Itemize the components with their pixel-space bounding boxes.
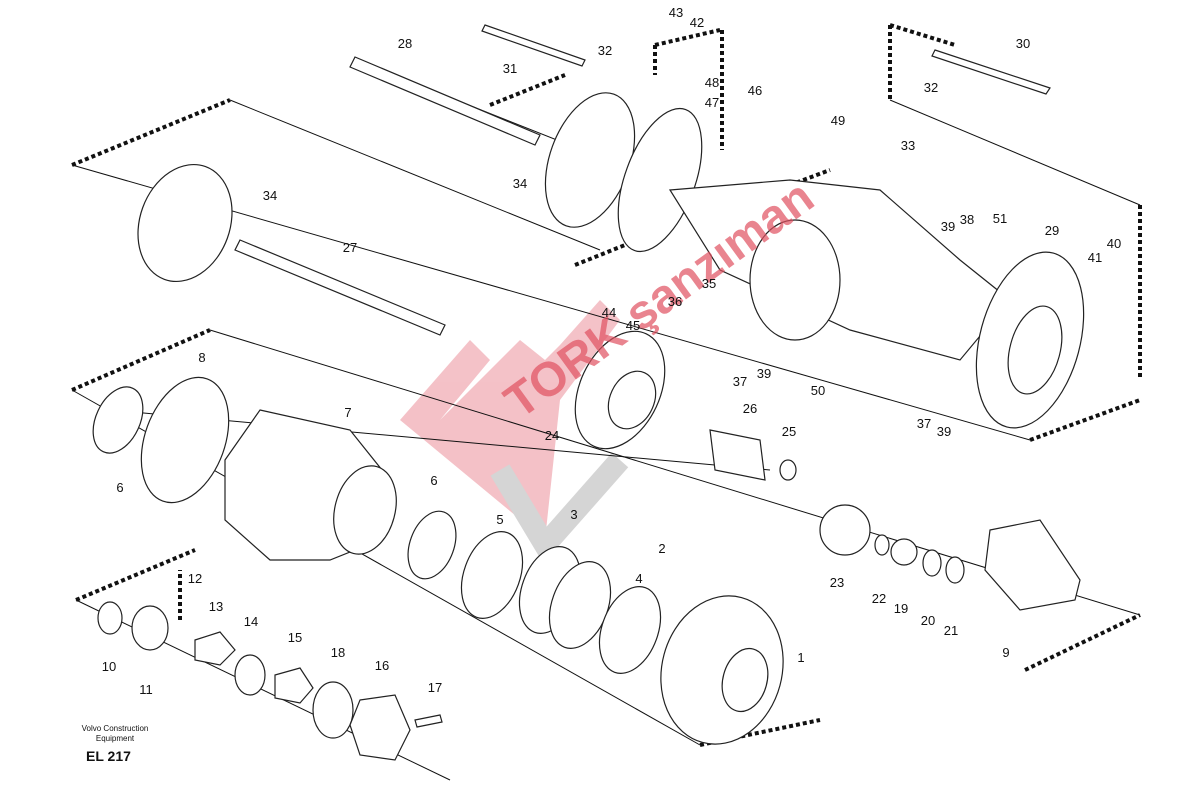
gear-23 bbox=[819, 504, 871, 556]
callout: 36 bbox=[668, 294, 682, 309]
callout: 45 bbox=[626, 318, 640, 333]
callout: 1 bbox=[797, 650, 804, 665]
diagram-code: EL 217 bbox=[86, 748, 131, 764]
callout: 31 bbox=[503, 61, 517, 76]
group-borders bbox=[71, 23, 1142, 747]
callout: 34 bbox=[513, 176, 527, 191]
callout: 42 bbox=[690, 15, 704, 30]
o-ring-5 bbox=[460, 531, 524, 619]
bearing-6 bbox=[92, 386, 144, 454]
ring-11 bbox=[131, 605, 169, 651]
parts bbox=[92, 24, 1085, 761]
shaft-27 bbox=[234, 239, 446, 336]
callout: 34 bbox=[263, 188, 277, 203]
callout: 32 bbox=[924, 80, 938, 95]
pin-31 bbox=[481, 24, 586, 67]
callout: 9 bbox=[1002, 645, 1009, 660]
callout: 24 bbox=[545, 428, 559, 443]
callout: 49 bbox=[831, 113, 845, 128]
diagram-caption: Volvo Construction Equipment EL 217 bbox=[60, 724, 170, 764]
callout: 26 bbox=[743, 401, 757, 416]
hub-1 bbox=[660, 595, 784, 745]
watermark-logo bbox=[400, 300, 629, 564]
shaft-28 bbox=[349, 56, 541, 146]
callout: 12 bbox=[188, 571, 202, 586]
callout: 38 bbox=[960, 212, 974, 227]
callout: 27 bbox=[343, 240, 357, 255]
callout: 29 bbox=[1045, 223, 1059, 238]
nut-13 bbox=[194, 631, 236, 666]
differential-flange bbox=[749, 219, 841, 341]
callout: 39 bbox=[941, 219, 955, 234]
callout: 18 bbox=[331, 645, 345, 660]
callout: 41 bbox=[1088, 250, 1102, 265]
cover-16 bbox=[349, 694, 411, 761]
callout: 6 bbox=[430, 473, 437, 488]
callout: 19 bbox=[894, 601, 908, 616]
callout-labels: 28 31 32 43 42 48 47 46 49 33 30 32 34 3… bbox=[102, 5, 1121, 697]
callout: 22 bbox=[872, 591, 886, 606]
callout: 37 bbox=[917, 416, 931, 431]
callout: 44 bbox=[602, 305, 616, 320]
o-ring-4 bbox=[598, 586, 662, 674]
callout: 48 bbox=[705, 75, 719, 90]
caption-line-2: Equipment bbox=[95, 734, 135, 743]
callout: 30 bbox=[1016, 36, 1030, 51]
caption-line-1: Volvo Construction bbox=[81, 724, 149, 733]
callout: 39 bbox=[757, 366, 771, 381]
callout: 20 bbox=[921, 613, 935, 628]
callout: 37 bbox=[733, 374, 747, 389]
callout: 50 bbox=[811, 383, 825, 398]
nut-15 bbox=[274, 667, 314, 704]
callout: 23 bbox=[830, 575, 844, 590]
callout: 5 bbox=[496, 512, 503, 527]
o-ring-34 bbox=[137, 163, 233, 283]
screw-17 bbox=[414, 714, 443, 728]
callout: 4 bbox=[635, 571, 642, 586]
callout: 16 bbox=[375, 658, 389, 673]
callout: 11 bbox=[139, 682, 153, 697]
callout: 3 bbox=[570, 507, 577, 522]
snap-ring-8 bbox=[140, 376, 230, 504]
callout: 6 bbox=[116, 480, 123, 495]
callout: 8 bbox=[198, 350, 205, 365]
callout: 33 bbox=[901, 138, 915, 153]
callout: 13 bbox=[209, 599, 223, 614]
callout: 28 bbox=[398, 36, 412, 51]
callout: 15 bbox=[288, 630, 302, 645]
washer-25 bbox=[779, 459, 797, 481]
bearing-6b bbox=[407, 510, 457, 580]
gear-26 bbox=[709, 429, 766, 481]
ring-22 bbox=[874, 534, 890, 556]
callout: 39 bbox=[937, 424, 951, 439]
pin-30 bbox=[931, 49, 1051, 95]
callout: 46 bbox=[748, 83, 762, 98]
carrier-9 bbox=[984, 519, 1081, 611]
callout: 32 bbox=[598, 43, 612, 58]
callout: 7 bbox=[344, 405, 351, 420]
callout: 25 bbox=[782, 424, 796, 439]
callout: 14 bbox=[244, 614, 258, 629]
washer-10 bbox=[97, 601, 123, 635]
o-ring-18 bbox=[312, 681, 354, 739]
washer-14 bbox=[234, 654, 266, 696]
callout: 21 bbox=[944, 623, 958, 638]
callout: 17 bbox=[428, 680, 442, 695]
callout: 10 bbox=[102, 659, 116, 674]
callout: 2 bbox=[658, 541, 665, 556]
callout: 40 bbox=[1107, 236, 1121, 251]
ring-21 bbox=[945, 556, 965, 584]
callout: 35 bbox=[702, 276, 716, 291]
ring-20 bbox=[922, 549, 942, 577]
gear-19 bbox=[890, 538, 918, 566]
callout: 43 bbox=[669, 5, 683, 20]
callout: 47 bbox=[705, 95, 719, 110]
callout: 51 bbox=[993, 211, 1007, 226]
